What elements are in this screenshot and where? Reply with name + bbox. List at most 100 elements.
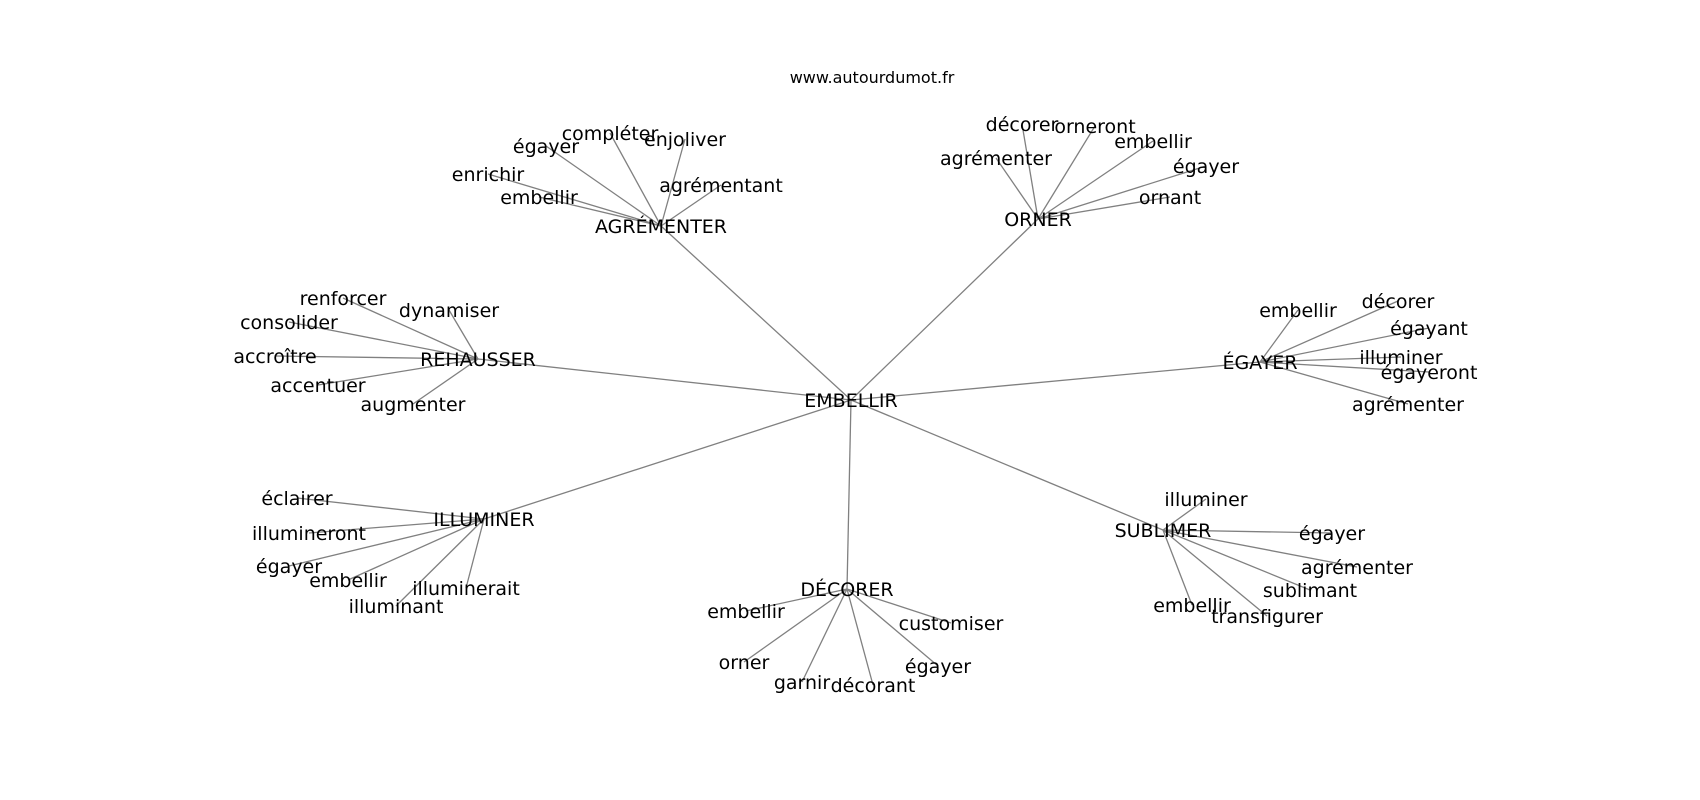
edge-hub-leaf: [1021, 123, 1039, 220]
edge-center-hub: [483, 399, 852, 520]
graph-labels: www.autourdumot.fr EMBELLIR AGRÉMENTER com…: [233, 68, 1477, 697]
leaf-node[interactable]: accentuer: [270, 375, 365, 397]
leaf-node[interactable]: customiser: [899, 613, 1004, 635]
leaf-node[interactable]: agrémenter: [940, 148, 1052, 170]
edge-hub-leaf: [308, 518, 485, 534]
edge-hub-leaf: [1162, 498, 1207, 531]
edge-hub-leaf: [1259, 327, 1430, 363]
edge-hub-leaf: [465, 518, 485, 589]
leaf-node[interactable]: enjoliver: [644, 129, 726, 151]
leaf-node[interactable]: embellir: [500, 187, 578, 209]
edge-hub-leaf: [846, 588, 939, 667]
leaf-node[interactable]: orner: [719, 652, 770, 674]
leaf-node[interactable]: garnir: [774, 672, 831, 694]
hub-node[interactable]: ILLUMINER: [433, 509, 534, 531]
leaf-node[interactable]: illuminer: [1359, 347, 1442, 369]
leaf-node[interactable]: décorer: [1362, 291, 1435, 313]
leaf-node[interactable]: illuminant: [349, 596, 444, 618]
edge-center-hub: [846, 399, 852, 590]
edge-hub-leaf: [545, 145, 662, 227]
edge-hub-leaf: [1162, 529, 1311, 591]
edge-hub-leaf: [317, 358, 479, 386]
leaf-node[interactable]: transfigurer: [1211, 606, 1323, 628]
edge-hub-leaf: [846, 588, 952, 624]
leaf-node[interactable]: compléter: [562, 123, 659, 145]
center-node[interactable]: EMBELLIR: [804, 390, 897, 412]
leaf-node[interactable]: égayer: [1299, 523, 1365, 545]
leaf-node[interactable]: augmenter: [361, 394, 466, 416]
leaf-node[interactable]: accroître: [233, 346, 316, 368]
leaf-node[interactable]: décorant: [831, 675, 916, 697]
edge-center-hub: [477, 358, 852, 401]
edge-hub-leaf: [342, 297, 479, 360]
edge-hub-leaf: [609, 132, 662, 227]
edge-center-hub: [660, 225, 852, 401]
edge-hub-leaf: [1259, 309, 1299, 363]
hub-node[interactable]: ORNER: [1004, 209, 1072, 231]
edge-hub-leaf: [995, 157, 1039, 220]
leaf-node[interactable]: enrichir: [452, 164, 525, 186]
edge-hub-leaf: [1037, 165, 1207, 220]
graph-edges: [274, 123, 1430, 686]
edge-hub-leaf: [1162, 529, 1333, 534]
edge-hub-leaf: [288, 518, 485, 567]
edge-hub-leaf: [448, 309, 479, 360]
leaf-node[interactable]: dynamiser: [399, 300, 499, 322]
leaf-node[interactable]: éclairer: [261, 488, 332, 510]
edge-hub-leaf: [1162, 529, 1193, 606]
leaf-node[interactable]: agrémenter: [1352, 394, 1464, 416]
edge-hub-leaf: [743, 588, 848, 663]
edge-hub-leaf: [1162, 529, 1358, 568]
leaf-node[interactable]: orneront: [1054, 116, 1135, 138]
edge-hub-leaf: [846, 588, 874, 686]
leaf-node[interactable]: embellir: [1259, 300, 1337, 322]
site-url: www.autourdumot.fr: [790, 68, 955, 87]
edge-hub-leaf: [1259, 356, 1402, 363]
leaf-node[interactable]: ornant: [1139, 187, 1201, 209]
leaf-node[interactable]: égayer: [256, 556, 322, 578]
edge-center-hub: [850, 399, 1164, 531]
edge-hub-leaf: [801, 588, 848, 683]
edge-hub-leaf: [1037, 140, 1154, 220]
edge-hub-leaf: [1259, 300, 1399, 363]
leaf-node[interactable]: embellir: [309, 570, 387, 592]
edge-hub-leaf: [296, 497, 485, 520]
edge-hub-leaf: [1037, 125, 1096, 220]
leaf-node[interactable]: consolider: [240, 312, 338, 334]
leaf-node[interactable]: décorer: [986, 114, 1059, 136]
leaf-node[interactable]: agrémenter: [1301, 557, 1413, 579]
edge-hub-leaf: [1259, 361, 1430, 373]
leaf-node[interactable]: illuminerait: [412, 578, 520, 600]
edge-hub-leaf: [395, 518, 485, 607]
edge-hub-leaf: [660, 138, 686, 227]
leaf-node[interactable]: égayant: [1390, 318, 1468, 340]
leaf-node[interactable]: égayer: [905, 656, 971, 678]
leaf-node[interactable]: embellir: [1114, 131, 1192, 153]
leaf-node[interactable]: égayer: [1173, 156, 1239, 178]
leaf-node[interactable]: embellir: [707, 601, 785, 623]
edge-center-hub: [850, 361, 1261, 401]
leaf-node[interactable]: illumineront: [252, 523, 366, 545]
leaf-node[interactable]: agrémentant: [659, 175, 783, 197]
hub-node[interactable]: ÉGAYER: [1222, 351, 1297, 374]
leaf-node[interactable]: égayer: [513, 136, 579, 158]
leaf-node[interactable]: renforcer: [300, 288, 387, 310]
leaf-node[interactable]: sublimant: [1263, 580, 1357, 602]
hub-node[interactable]: AGRÉMENTER: [595, 215, 727, 238]
edge-hub-leaf: [412, 358, 479, 405]
edge-hub-leaf: [1037, 196, 1171, 220]
edge-hub-leaf: [487, 173, 662, 227]
edge-center-hub: [850, 218, 1039, 401]
edge-hub-leaf: [274, 355, 479, 360]
leaf-node[interactable]: égayeront: [1381, 362, 1478, 384]
hub-node[interactable]: DÉCORER: [800, 578, 893, 601]
edge-hub-leaf: [745, 588, 848, 612]
leaf-node[interactable]: embellir: [1153, 595, 1231, 617]
hub-node[interactable]: REHAUSSER: [420, 349, 536, 371]
edge-hub-leaf: [347, 518, 485, 581]
edge-hub-leaf: [660, 184, 722, 227]
leaf-node[interactable]: illuminer: [1164, 489, 1247, 511]
edge-hub-leaf: [1162, 529, 1268, 617]
hub-node[interactable]: SUBLIMER: [1115, 520, 1212, 542]
